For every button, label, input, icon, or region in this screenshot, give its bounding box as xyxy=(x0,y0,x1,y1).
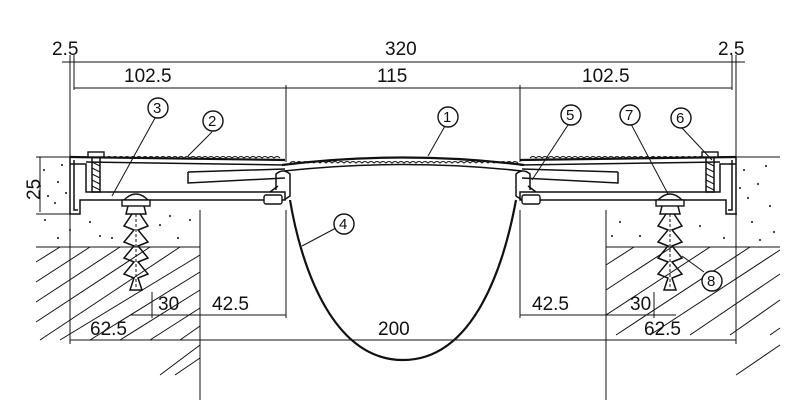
svg-text:6: 6 xyxy=(676,110,684,127)
floor-plate-left xyxy=(69,155,286,166)
screw-right xyxy=(701,151,719,193)
dim-depth: 25 xyxy=(24,179,45,200)
hinge-clip-left xyxy=(269,170,291,201)
screw-left xyxy=(87,151,105,193)
callout-leaders xyxy=(111,117,713,273)
frame-left xyxy=(69,157,286,215)
center-cover-plate xyxy=(187,156,619,184)
callout-7 xyxy=(619,104,641,126)
callout-1 xyxy=(437,106,459,128)
hinge-clip-right xyxy=(515,170,537,201)
dim-flange-left: 102.5 xyxy=(124,66,172,87)
callout-4 xyxy=(333,213,355,235)
anchor-right xyxy=(655,193,685,291)
frame-right xyxy=(519,157,737,215)
dim-cover-center: 115 xyxy=(377,66,407,87)
svg-text:5: 5 xyxy=(566,107,574,124)
callout-markers: 1 2 3 4 5 6 7 8 xyxy=(147,97,723,292)
concrete-slab-right xyxy=(605,156,781,400)
dim-anchor-spacing-left: 30 xyxy=(158,294,179,315)
subfloor-hatch-left xyxy=(159,344,201,376)
dim-flange-right: 102.5 xyxy=(582,66,630,87)
dim-base-right: 62.5 xyxy=(644,319,681,340)
floor-plate-right xyxy=(519,155,737,166)
dim-anchor-spacing-right: 30 xyxy=(630,294,651,315)
callout-2 xyxy=(202,110,224,132)
svg-text:3: 3 xyxy=(153,100,161,117)
dim-base-left: 62.5 xyxy=(90,319,127,340)
dim-edge-right: 2.5 xyxy=(718,39,744,60)
dim-gap-width: 200 xyxy=(378,319,410,340)
svg-text:2: 2 xyxy=(208,113,216,130)
svg-text:8: 8 xyxy=(707,273,715,290)
callout-3 xyxy=(147,97,169,119)
callout-8 xyxy=(701,270,723,292)
dim-gap-offset-left: 42.5 xyxy=(212,294,249,315)
callout-6 xyxy=(670,107,692,129)
dim-gap-offset-right: 42.5 xyxy=(532,294,569,315)
svg-text:4: 4 xyxy=(339,216,347,233)
anchor-left xyxy=(121,193,151,291)
dim-edge-left: 2.5 xyxy=(52,39,78,60)
flexible-seal xyxy=(288,199,518,362)
dim-overall: 320 xyxy=(385,39,417,60)
concrete-slab-left xyxy=(35,156,201,400)
callout-5 xyxy=(560,104,582,126)
dimension-lines xyxy=(36,55,745,344)
svg-text:1: 1 xyxy=(443,109,451,126)
svg-text:7: 7 xyxy=(625,107,633,124)
